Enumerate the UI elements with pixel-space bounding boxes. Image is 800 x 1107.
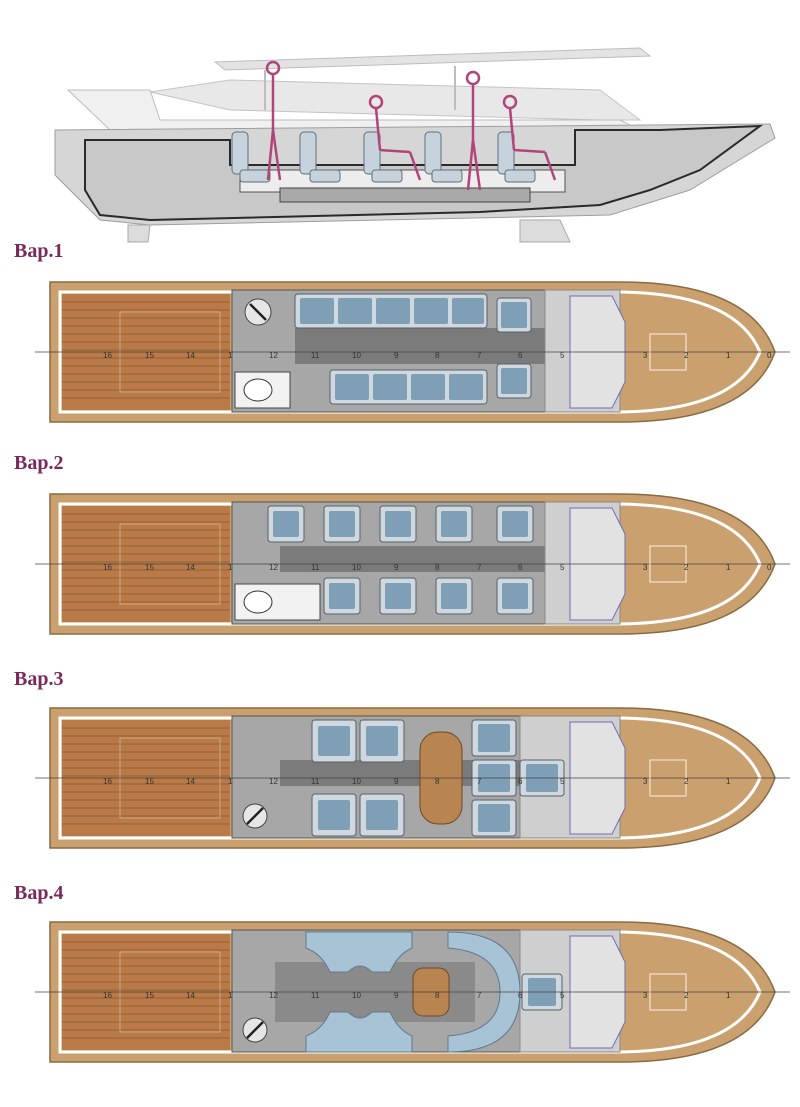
svg-text:16: 16 <box>103 991 112 1000</box>
svg-text:15: 15 <box>145 563 154 572</box>
variant-label-2: Вар.2 <box>14 452 64 474</box>
steering-wheel-icon <box>244 298 272 326</box>
svg-text:3: 3 <box>643 991 648 1000</box>
svg-text:1: 1 <box>726 351 731 360</box>
svg-text:3: 3 <box>643 563 648 572</box>
svg-text:10: 10 <box>352 351 361 360</box>
deck-plan-variant-4: 16 15 14 1 12 11 10 9 8 7 6 5 3 2 1 <box>35 921 790 1063</box>
svg-text:7: 7 <box>477 563 482 572</box>
svg-text:1: 1 <box>228 777 233 786</box>
svg-text:12: 12 <box>269 563 278 572</box>
svg-text:1: 1 <box>726 991 731 1000</box>
svg-text:15: 15 <box>145 991 154 1000</box>
svg-text:11: 11 <box>311 991 320 1000</box>
toilet-icon <box>234 583 321 621</box>
svg-text:8: 8 <box>435 777 440 786</box>
svg-text:2: 2 <box>684 777 689 786</box>
svg-text:6: 6 <box>518 351 523 360</box>
passenger-figures <box>265 60 557 191</box>
svg-text:0: 0 <box>767 351 772 360</box>
single-seats <box>267 505 534 615</box>
bench-seats <box>294 293 532 405</box>
svg-text:11: 11 <box>311 351 320 360</box>
steering-wheel-icon <box>242 1017 268 1043</box>
steering-wheel-icon <box>242 803 268 829</box>
svg-text:8: 8 <box>435 563 440 572</box>
station-labels: 16 15 14 1 12 11 10 9 8 7 6 5 3 2 1 0 <box>103 563 772 572</box>
svg-text:1: 1 <box>726 777 731 786</box>
svg-text:1: 1 <box>228 351 233 360</box>
svg-text:2: 2 <box>684 991 689 1000</box>
svg-text:15: 15 <box>145 777 154 786</box>
svg-text:5: 5 <box>560 351 565 360</box>
toilet-icon <box>234 371 291 409</box>
svg-text:14: 14 <box>186 563 195 572</box>
svg-text:12: 12 <box>269 351 278 360</box>
svg-text:7: 7 <box>477 777 482 786</box>
svg-text:9: 9 <box>394 991 399 1000</box>
svg-text:10: 10 <box>352 563 361 572</box>
svg-text:9: 9 <box>394 563 399 572</box>
svg-text:6: 6 <box>518 563 523 572</box>
svg-text:2: 2 <box>684 351 689 360</box>
svg-text:3: 3 <box>643 351 648 360</box>
variant-label-4: Вар.4 <box>14 882 64 904</box>
svg-text:1: 1 <box>228 563 233 572</box>
svg-text:9: 9 <box>394 351 399 360</box>
svg-text:3: 3 <box>643 777 648 786</box>
svg-text:12: 12 <box>269 777 278 786</box>
svg-text:8: 8 <box>435 991 440 1000</box>
station-labels: 16 15 14 1 12 11 10 9 8 7 6 5 3 2 1 <box>103 777 731 786</box>
svg-text:7: 7 <box>477 351 482 360</box>
deck-plan-variant-3: 16 15 14 1 12 11 10 9 8 7 6 5 3 2 1 <box>35 707 790 849</box>
svg-text:6: 6 <box>518 777 523 786</box>
svg-text:1: 1 <box>228 991 233 1000</box>
svg-text:1: 1 <box>726 563 731 572</box>
svg-text:14: 14 <box>186 777 195 786</box>
svg-text:2: 2 <box>684 563 689 572</box>
svg-text:5: 5 <box>560 991 565 1000</box>
svg-text:7: 7 <box>477 991 482 1000</box>
svg-text:16: 16 <box>103 563 112 572</box>
variant-label-1: Вар.1 <box>14 240 64 262</box>
svg-text:11: 11 <box>311 777 320 786</box>
svg-text:5: 5 <box>560 777 565 786</box>
svg-text:9: 9 <box>394 777 399 786</box>
svg-text:0: 0 <box>767 563 772 572</box>
lounge-sofas <box>305 931 563 1053</box>
svg-text:14: 14 <box>186 351 195 360</box>
side-elevation-view <box>54 47 776 243</box>
variant-label-3: Вар.3 <box>14 668 64 690</box>
svg-text:5: 5 <box>560 563 565 572</box>
station-labels: 16 15 14 1 12 11 10 9 8 7 6 5 3 2 1 <box>103 991 731 1000</box>
svg-text:11: 11 <box>311 563 320 572</box>
svg-text:16: 16 <box>103 351 112 360</box>
svg-text:15: 15 <box>145 351 154 360</box>
svg-text:12: 12 <box>269 991 278 1000</box>
deck-plan-variant-2: 16 15 14 1 12 11 10 9 8 7 6 5 3 2 1 0 <box>35 493 790 635</box>
svg-text:10: 10 <box>352 777 361 786</box>
svg-text:16: 16 <box>103 777 112 786</box>
svg-text:8: 8 <box>435 351 440 360</box>
svg-text:10: 10 <box>352 991 361 1000</box>
deck-plan-variant-1: 16 15 14 1 12 11 10 9 8 7 6 5 3 2 1 0 <box>35 281 790 423</box>
svg-text:6: 6 <box>518 991 523 1000</box>
station-labels: 16 15 14 1 12 11 10 9 8 7 6 5 3 2 1 0 <box>103 351 772 360</box>
svg-text:14: 14 <box>186 991 195 1000</box>
